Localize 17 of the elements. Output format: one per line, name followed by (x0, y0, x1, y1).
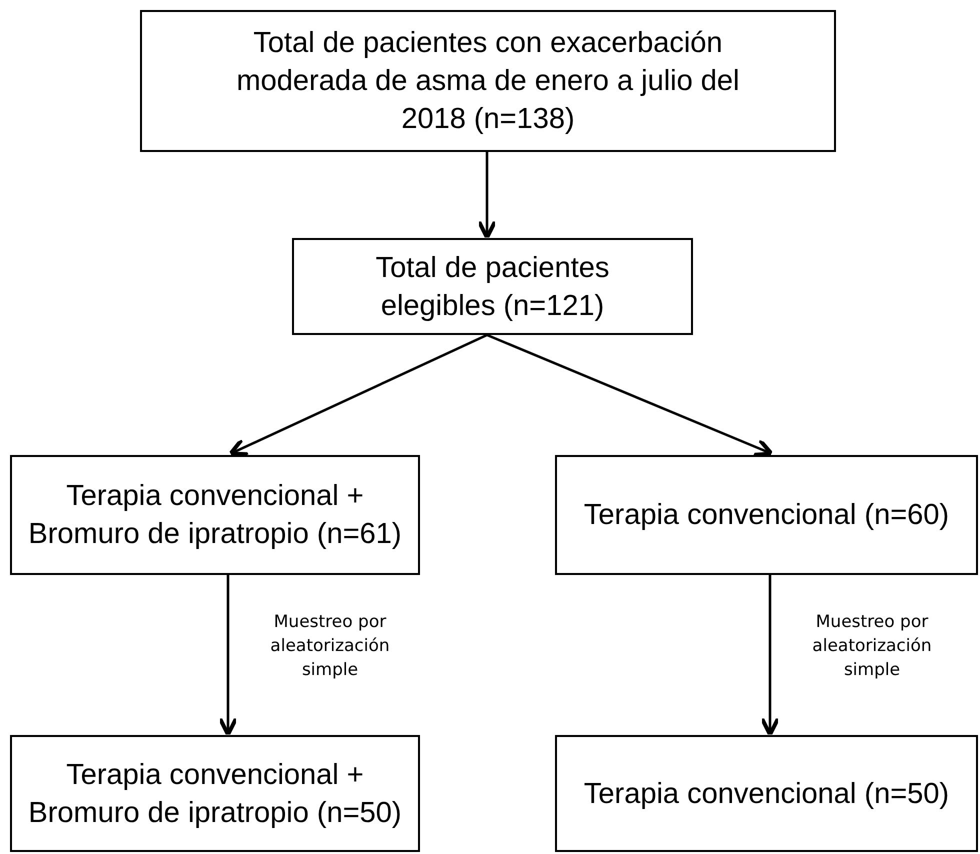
arrow (760, 575, 780, 737)
arrow (486, 334, 774, 457)
process-box (10, 735, 420, 852)
arrow (228, 334, 488, 456)
process-box (10, 455, 420, 575)
box-text: Terapia convencional + Bromuro de ipratropio (n=61) (27, 479, 403, 552)
arrow (218, 575, 238, 737)
process-box (140, 10, 836, 152)
box-text: Terapia convencional (n=50) (584, 776, 950, 812)
process-box (292, 238, 693, 335)
box-text: Terapia convencional + Bromuro de ipratropio (n=50) (27, 758, 403, 830)
box-text: Total de pacientes con exacerbación moderada de asma de enero a julio del 2018 (n=138) (236, 26, 740, 137)
box-text: Terapia convencional (n=60) (584, 498, 950, 533)
box-text: Total de pacientes elegibles (n=121) (374, 250, 610, 324)
process-box (555, 455, 978, 575)
process-box (555, 735, 978, 852)
arrow (477, 152, 497, 240)
